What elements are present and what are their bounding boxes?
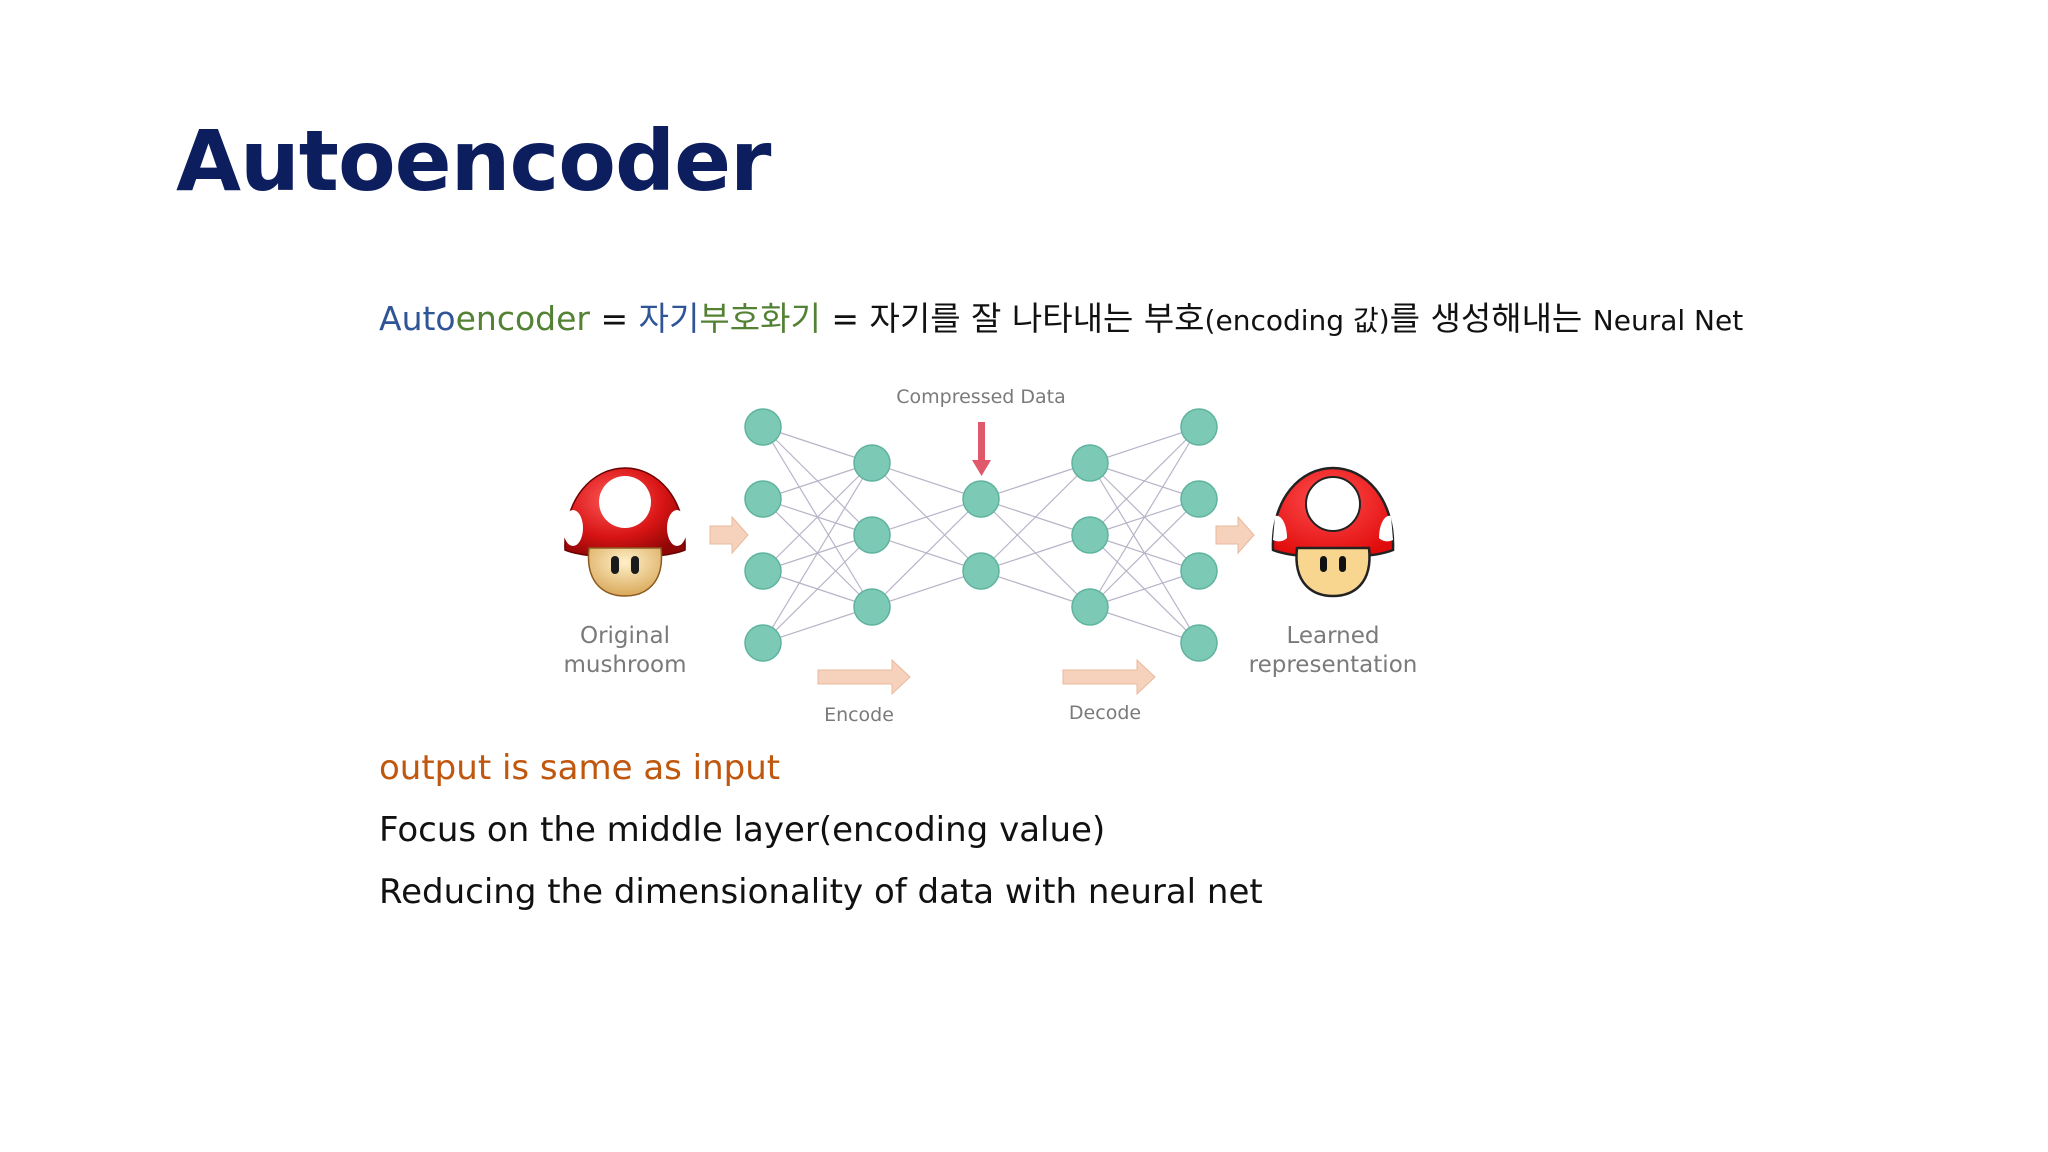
network-node-layer-1 bbox=[744, 408, 782, 446]
output-arrow bbox=[1215, 515, 1255, 555]
network-edge bbox=[762, 462, 873, 500]
encode-arrow bbox=[817, 658, 911, 696]
network-node-layer-5 bbox=[1180, 624, 1218, 662]
network-edge bbox=[980, 570, 1091, 608]
bullet-focus-middle-layer: Focus on the middle layer(encoding value… bbox=[379, 810, 1106, 850]
definition-line: Autoencoder = 자기부호화기 = 자기를 잘 나타내는 부호(enc… bbox=[379, 292, 1743, 340]
network-node-layer-1 bbox=[744, 624, 782, 662]
learned-label-line-1: Learned bbox=[1286, 623, 1379, 649]
korean-term-1: 자기 bbox=[638, 299, 700, 338]
network-edge bbox=[871, 498, 982, 608]
network-edge bbox=[871, 498, 982, 536]
network-edge bbox=[1089, 426, 1200, 464]
korean-term-3: 화기 bbox=[760, 299, 821, 338]
decode-label: Decode bbox=[1069, 702, 1141, 724]
network-node-layer-3 bbox=[962, 480, 1000, 518]
network-edge bbox=[980, 462, 1091, 572]
network-node-layer-5 bbox=[1180, 408, 1218, 446]
network-edge bbox=[871, 462, 982, 500]
network-node-layer-1 bbox=[744, 552, 782, 590]
network-nodes bbox=[744, 408, 1218, 662]
network-edge bbox=[1089, 498, 1200, 608]
definition-ending: 를 생성해내는 bbox=[1389, 299, 1593, 338]
network-node-layer-2 bbox=[853, 516, 891, 554]
network-edge bbox=[1089, 426, 1200, 536]
network-node-layer-5 bbox=[1180, 480, 1218, 518]
network-node-layer-5 bbox=[1180, 552, 1218, 590]
network-edge bbox=[1089, 426, 1200, 608]
encode-label: Encode bbox=[824, 704, 894, 726]
network-node-layer-3 bbox=[962, 552, 1000, 590]
network-node-layer-4 bbox=[1071, 516, 1109, 554]
network-edge bbox=[1089, 570, 1200, 608]
definition-paren: (encoding 값) bbox=[1204, 304, 1390, 337]
term-encoder: encoder bbox=[455, 299, 590, 338]
learned-label-line-2: representation bbox=[1249, 652, 1418, 678]
korean-term-2: 부호 bbox=[699, 299, 761, 338]
equals-1: = bbox=[590, 299, 639, 338]
definition-middle: = 자기를 잘 나타내는 부호 bbox=[820, 299, 1205, 338]
network-edges bbox=[762, 426, 1200, 644]
network-edge bbox=[762, 606, 873, 644]
compressed-data-label: Compressed Data bbox=[896, 386, 1066, 408]
original-label-line-1: Original bbox=[580, 623, 670, 649]
original-mushroom-image bbox=[563, 467, 687, 597]
network-edge bbox=[762, 534, 873, 644]
bullet-reducing-dimensionality: Reducing the dimensionality of data with… bbox=[379, 872, 1263, 912]
network-node-layer-2 bbox=[853, 444, 891, 482]
network-node-layer-2 bbox=[853, 588, 891, 626]
input-arrow bbox=[709, 515, 749, 555]
network-edge bbox=[762, 462, 873, 572]
network-edge bbox=[762, 462, 873, 644]
compressed-data-arrow bbox=[972, 422, 991, 476]
slide-title: Autoencoder bbox=[176, 112, 771, 210]
bullet-output-same-as-input: output is same as input bbox=[379, 748, 781, 788]
term-auto: Auto bbox=[379, 299, 456, 338]
network-edge bbox=[871, 570, 982, 608]
network-edge bbox=[1089, 606, 1200, 644]
network-edge bbox=[980, 462, 1091, 500]
autoencoder-diagram: Compressed Data Original mushroom Learne… bbox=[563, 386, 1418, 726]
network-node-layer-4 bbox=[1071, 588, 1109, 626]
learned-mushroom-image bbox=[1271, 466, 1395, 598]
network-node-layer-4 bbox=[1071, 444, 1109, 482]
definition-neural-net: Neural Net bbox=[1592, 304, 1744, 337]
original-label-line-2: mushroom bbox=[563, 652, 686, 678]
network-edge bbox=[980, 534, 1091, 572]
decode-arrow bbox=[1062, 658, 1156, 696]
network-node-layer-1 bbox=[744, 480, 782, 518]
network-edge bbox=[762, 426, 873, 464]
